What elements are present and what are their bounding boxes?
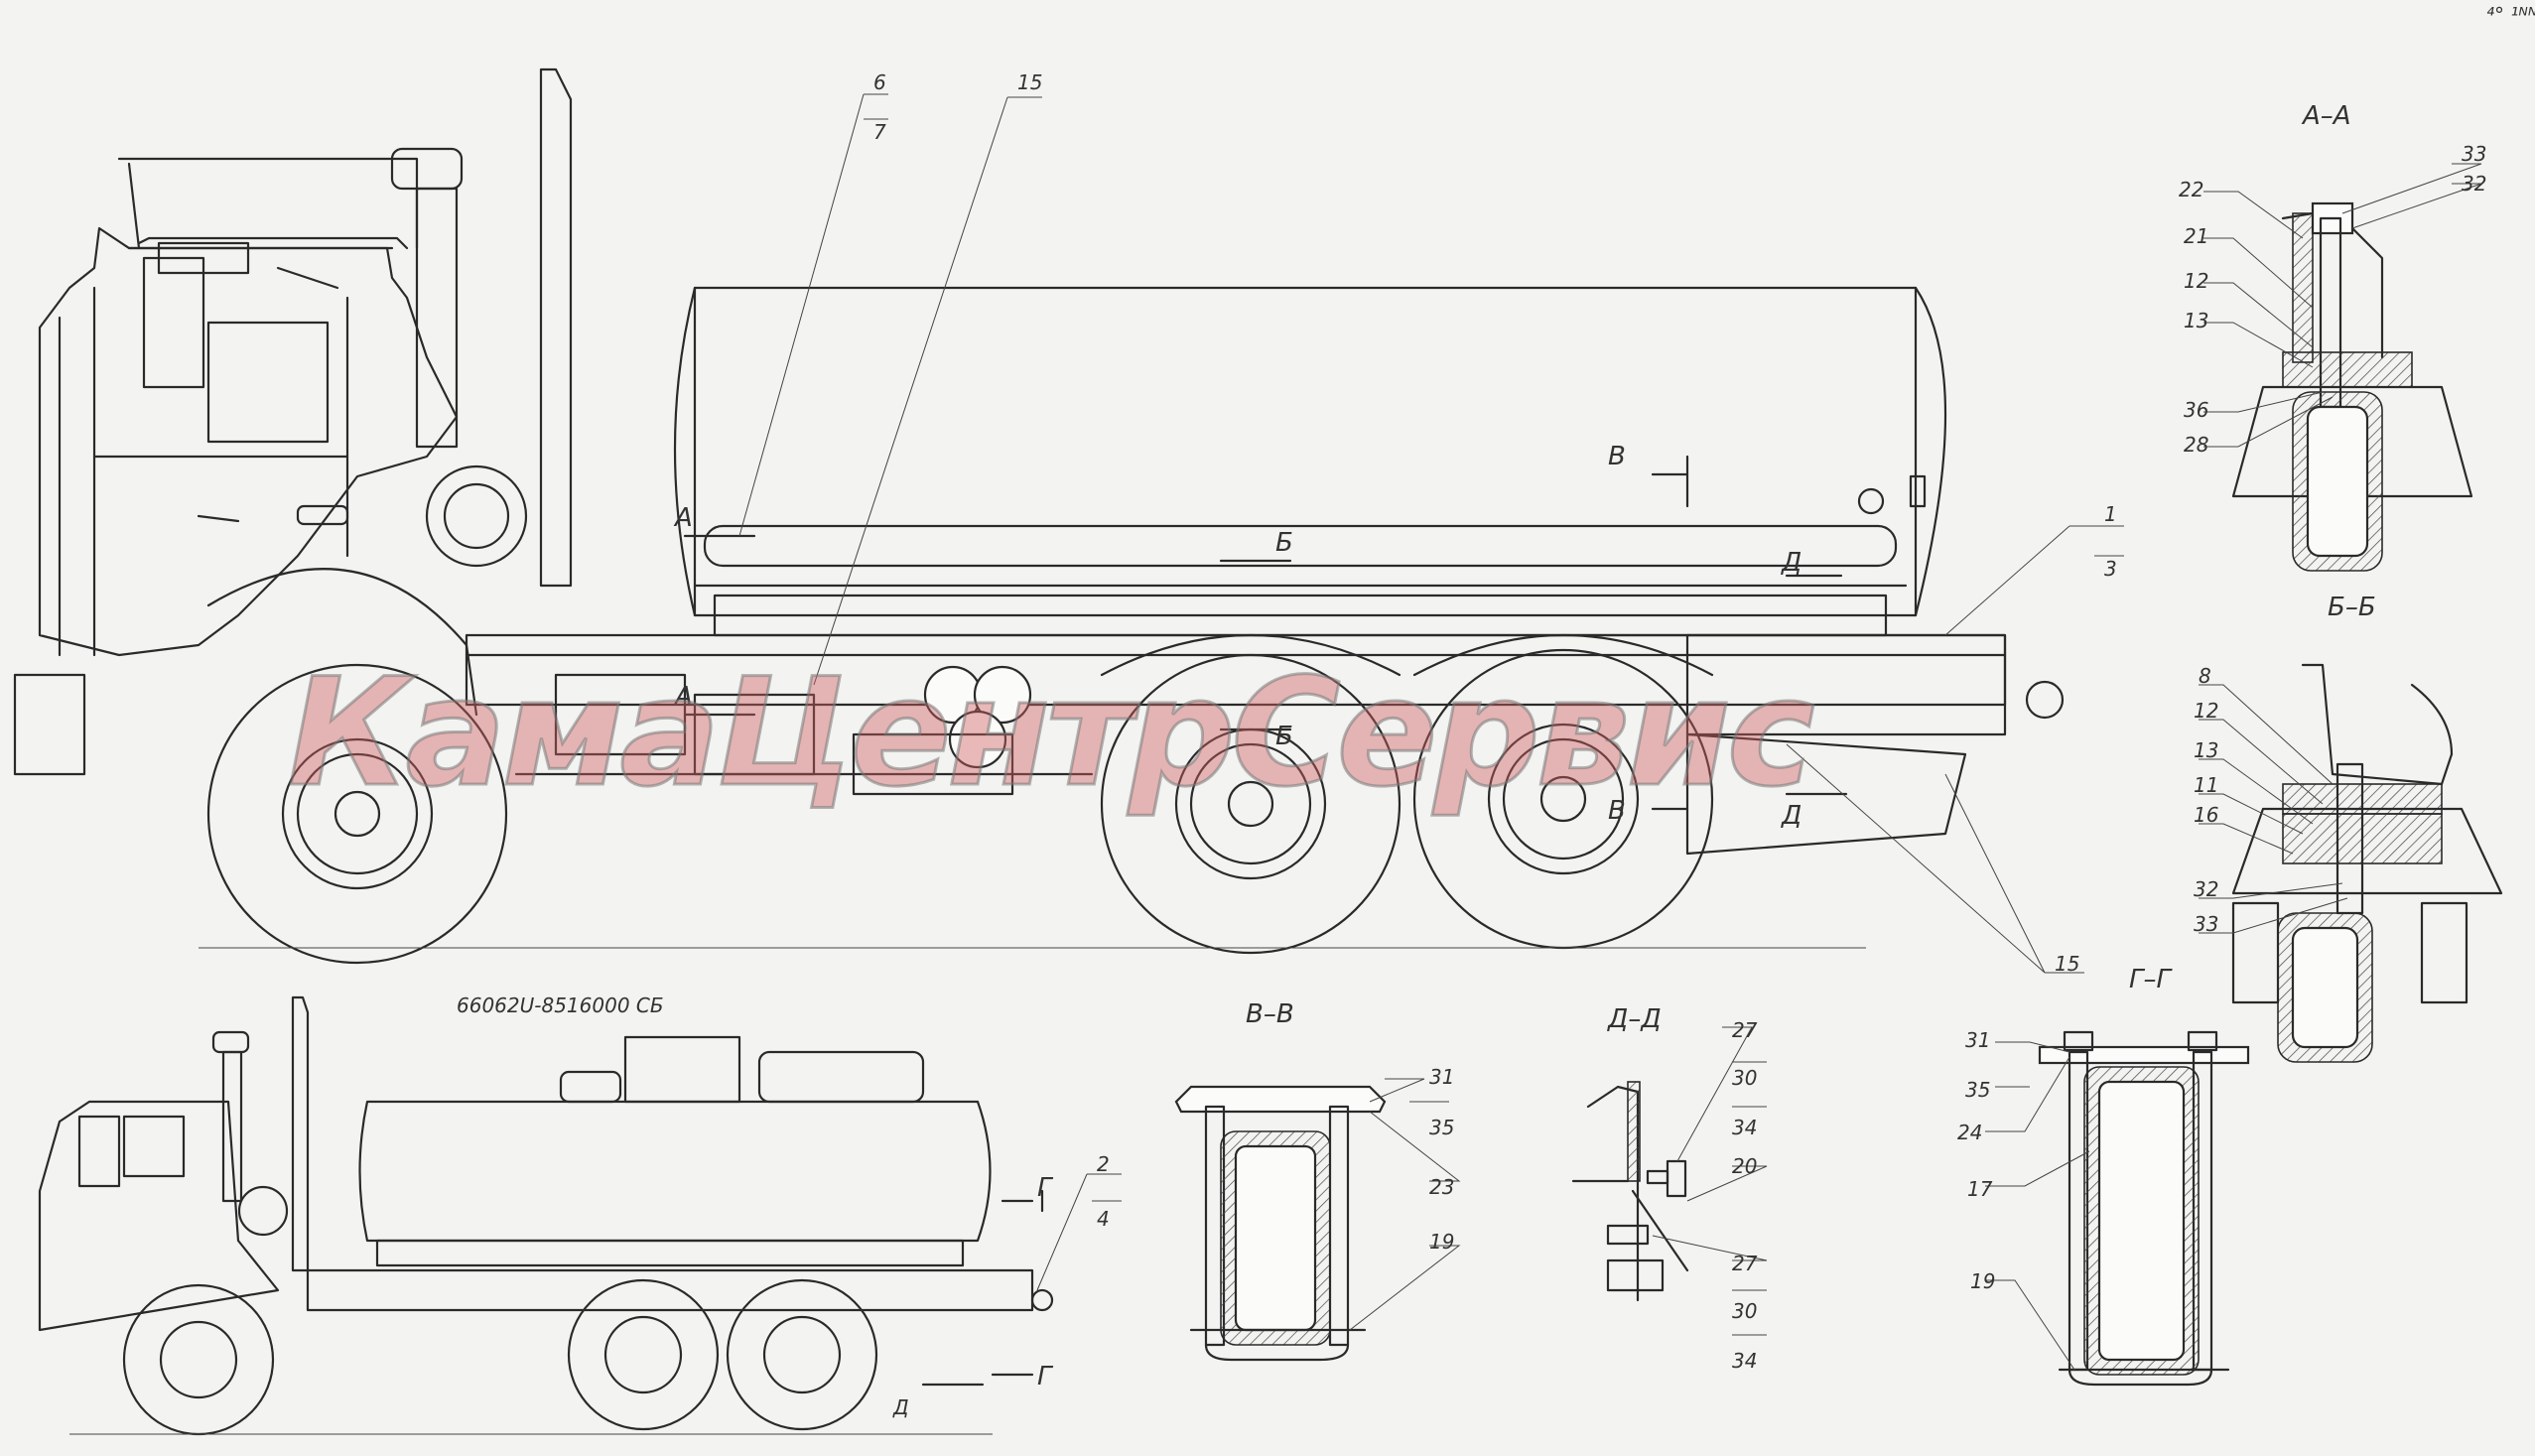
mark-G2: Г (1037, 1362, 1054, 1391)
callout-gg-17: 17 (1967, 1177, 1993, 1201)
callout-dd-34a: 34 (1732, 1116, 1757, 1139)
mark-B1: Б (1275, 528, 1293, 558)
section-title-gg: Г–Г (2129, 965, 2173, 994)
callout-6: 6 (873, 70, 886, 94)
air-intake-pipe (415, 187, 459, 449)
small-tank (358, 1100, 992, 1243)
section-gg: Г–Г 31 35 24 17 19 (1957, 965, 2250, 1387)
callout-1: 1 (2104, 502, 2117, 526)
rear-wheel-1 (1100, 653, 1401, 955)
callout-aa-22: 22 (2179, 178, 2203, 201)
section-vv: В–В 31 35 23 19 (1174, 999, 1461, 1362)
cab-door-window (206, 321, 330, 444)
exhaust-pipe (539, 67, 573, 588)
truck-small-view: 66062U-8516000 СБ Г Г Д 2 4 (38, 993, 1122, 1436)
callout-vv-35: 35 (1429, 1116, 1454, 1139)
small-front-wheel (122, 1283, 275, 1436)
callout-gg-35: 35 (1965, 1078, 1990, 1102)
air-intake-cap (390, 147, 464, 191)
mark-V2: В (1608, 796, 1626, 826)
callout-aa-33: 33 (2462, 142, 2486, 166)
callout-15a: 15 (1017, 70, 1042, 94)
section-aa: А–А 22 33 32 21 12 13 36 28 (2179, 101, 2486, 572)
callout-aa-32: 32 (2462, 172, 2486, 196)
callout-aa-28: 28 (2184, 433, 2208, 457)
front-wheel (206, 663, 508, 965)
mark-B2: Б (1275, 722, 1293, 751)
callout-dd-30b: 30 (1732, 1299, 1757, 1323)
mark-D1: Д (1781, 548, 1801, 578)
callout-aa-36: 36 (2184, 398, 2208, 422)
rear-mudguard (1685, 732, 1967, 856)
callout-dd-20: 20 (1732, 1154, 1757, 1178)
callout-dd-30a: 30 (1732, 1066, 1757, 1090)
section-title-vv: В–В (1246, 999, 1294, 1029)
small-mark-D: Д (892, 1395, 909, 1419)
tank-pipe (703, 524, 1898, 568)
callout-gg-24: 24 (1957, 1121, 1982, 1144)
small-tank-hatch (623, 1035, 741, 1104)
section-title-aa: А–А (2301, 101, 2351, 131)
cab-body (38, 226, 459, 657)
mark-V1: В (1608, 442, 1626, 471)
mark-G1: Г (1037, 1173, 1054, 1203)
section-title-bb: Б–Б (2328, 593, 2376, 622)
callout-aa-13: 13 (2184, 309, 2208, 332)
callout-bb-11: 11 (2194, 773, 2218, 797)
mark-A1: А (673, 503, 693, 533)
callout-dd-34b: 34 (1732, 1349, 1757, 1373)
callout-vv-19: 19 (1429, 1230, 1454, 1254)
mark-D2: Д (1781, 801, 1801, 831)
section-dd: Д–Д 27 30 34 20 27 30 34 (1571, 1004, 1768, 1373)
truck-main-view: А А Б Б В В Д Д 6 7 15 1 3 15 (13, 67, 2124, 976)
callout-7: 7 (873, 120, 886, 144)
callout-gg-19: 19 (1970, 1269, 1995, 1293)
callout-dd-27a: 27 (1732, 1018, 1758, 1042)
front-bumper (13, 673, 86, 776)
callout-bb-8: 8 (2199, 664, 2211, 688)
callout-vv-23: 23 (1429, 1175, 1454, 1199)
cab-rear-window (142, 256, 205, 389)
callout-bb-16: 16 (2194, 803, 2218, 827)
callout-bb-13: 13 (2194, 738, 2218, 762)
callout-3: 3 (2104, 557, 2117, 581)
callout-bb-12: 12 (2194, 699, 2218, 723)
small-rear-wheel-2 (726, 1278, 878, 1431)
callout-bb-32: 32 (2194, 877, 2218, 901)
callout-bb-33: 33 (2194, 912, 2218, 936)
air-filter (425, 464, 528, 568)
section-title-dd: Д–Д (1607, 1004, 1662, 1034)
callout-15b: 15 (2055, 952, 2079, 976)
callout-dd-27b: 27 (1732, 1252, 1758, 1275)
callout-2: 2 (1097, 1152, 1110, 1176)
callout-aa-21: 21 (2184, 224, 2208, 248)
corner-mark: ⁴° ¹ᴺᴺ (2486, 3, 2535, 27)
watermark: КамаЦентрСервис (288, 647, 1814, 820)
callout-gg-31: 31 (1965, 1028, 1990, 1052)
small-rear-wheel-1 (567, 1278, 720, 1431)
drawing-number: 66062U-8516000 СБ (457, 993, 664, 1017)
mark-A2: А (673, 682, 693, 712)
u-bolt-right-vv (1328, 1105, 1350, 1347)
bracket-aa (2231, 385, 2473, 498)
tow-hitch (2025, 680, 2065, 720)
section-bb: Б–Б 8 12 13 11 16 32 33 (2194, 593, 2503, 1063)
callout-vv-31: 31 (1429, 1065, 1454, 1089)
callout-aa-12: 12 (2184, 269, 2208, 293)
callout-4: 4 (1097, 1207, 1110, 1231)
